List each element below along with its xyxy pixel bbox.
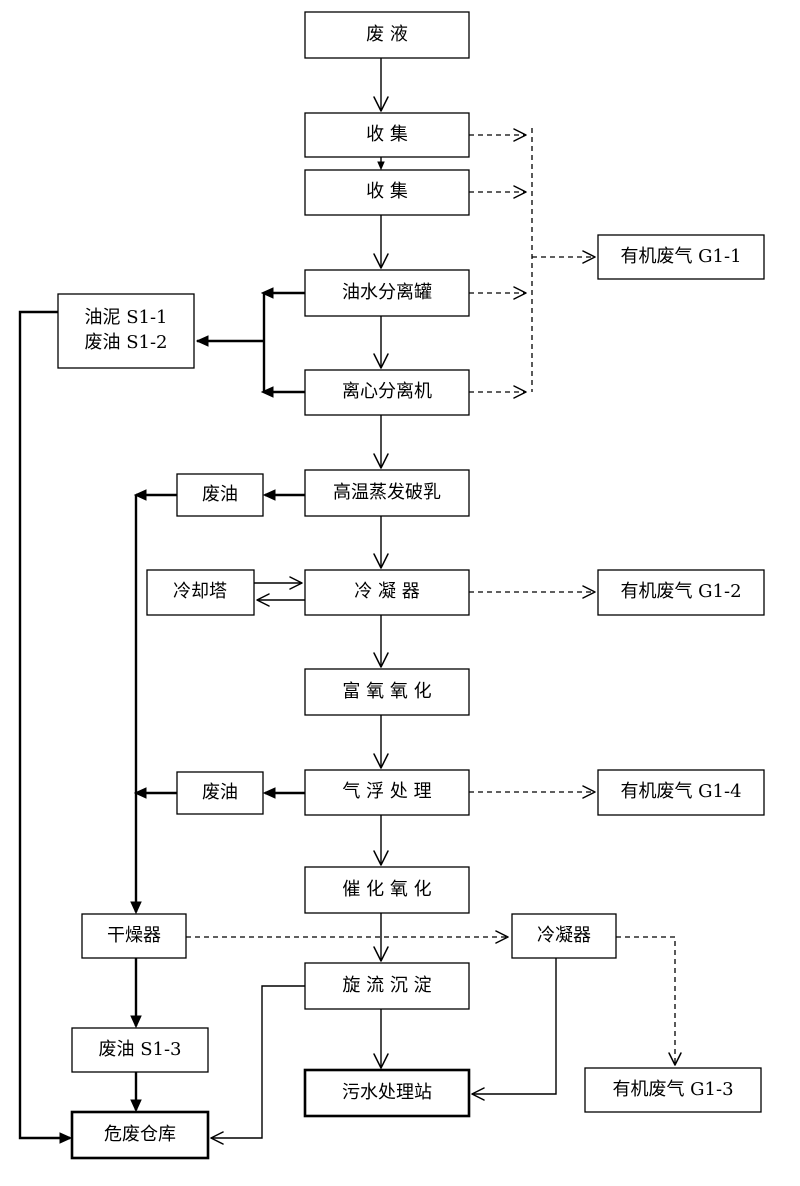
node-cooling-tower-label: 冷却塔 bbox=[173, 581, 227, 602]
node-gas-g1-2-label: 有机废气 G1-2 bbox=[620, 581, 741, 602]
settling-to-storage-connector bbox=[210, 985, 305, 1145]
node-catalytic-oxidation: 催 化 氧 化 bbox=[304, 866, 470, 914]
node-gas-g1-1: 有机废气 G1-1 bbox=[597, 234, 765, 280]
waste-oil-connectors bbox=[130, 489, 305, 1113]
node-gas-g1-4: 有机废气 G1-4 bbox=[597, 769, 765, 816]
node-condenser-main-label: 冷 凝 器 bbox=[354, 581, 419, 602]
node-collect-1-label: 收 集 bbox=[366, 124, 408, 145]
node-hazardous-waste-storage: 危废仓库 bbox=[70, 1110, 210, 1160]
node-cyclone-settling: 旋 流 沉 淀 bbox=[304, 962, 470, 1010]
node-waste-oil-s13: 废油 S1-3 bbox=[71, 1027, 209, 1073]
node-sludge-waste-oil: 油泥 S1-1 废油 S1-2 bbox=[57, 293, 195, 369]
node-sludge-label: 油泥 S1-1 bbox=[84, 307, 167, 328]
node-gas-g1-2: 有机废气 G1-2 bbox=[597, 569, 765, 616]
node-waste-oil-2: 废油 bbox=[176, 771, 264, 815]
node-waste-liquid: 废 液 bbox=[304, 11, 470, 59]
main-flow-connectors bbox=[373, 58, 389, 1069]
gas-collection-g1-1-connectors bbox=[469, 128, 596, 399]
node-dryer: 干燥器 bbox=[81, 913, 187, 959]
node-collect-2: 收 集 bbox=[304, 169, 470, 216]
node-centrifuge-label: 离心分离机 bbox=[342, 381, 432, 402]
node-air-flotation: 气 浮 处 理 bbox=[304, 769, 470, 816]
node-high-temp-evaporation: 高温蒸发破乳 bbox=[304, 469, 470, 517]
node-oil-water-separator-label: 油水分离罐 bbox=[342, 282, 432, 303]
node-cooling-tower: 冷却塔 bbox=[146, 569, 255, 616]
node-collect-1: 收 集 bbox=[304, 112, 470, 158]
node-waste-oil-2-label: 废油 bbox=[202, 782, 238, 803]
node-dryer-label: 干燥器 bbox=[107, 925, 161, 946]
node-sewage-station-label: 污水处理站 bbox=[342, 1082, 432, 1103]
node-waste-oil-s13-label: 废油 S1-3 bbox=[98, 1039, 181, 1060]
node-condenser-side: 冷凝器 bbox=[511, 913, 617, 959]
node-waste-oil-s12-label: 废油 S1-2 bbox=[84, 332, 167, 353]
node-catalytic-oxidation-label: 催 化 氧 化 bbox=[342, 879, 431, 900]
node-cyclone-settling-label: 旋 流 沉 淀 bbox=[342, 975, 431, 996]
node-high-temp-evaporation-label: 高温蒸发破乳 bbox=[333, 482, 441, 503]
node-air-flotation-label: 气 浮 处 理 bbox=[342, 781, 431, 802]
node-gas-g1-3: 有机废气 G1-3 bbox=[584, 1067, 762, 1113]
node-condenser-main: 冷 凝 器 bbox=[304, 569, 470, 616]
node-oxygen-enriched-oxidation: 富 氧 氧 化 bbox=[304, 668, 470, 716]
node-collect-2-label: 收 集 bbox=[366, 181, 408, 202]
node-condenser-side-label: 冷凝器 bbox=[537, 925, 591, 946]
gas-g1-2-g1-4-connectors bbox=[469, 585, 596, 799]
node-waste-oil-1: 废油 bbox=[176, 473, 264, 517]
cooling-tower-connectors bbox=[254, 576, 305, 607]
node-waste-liquid-label: 废 液 bbox=[366, 24, 408, 45]
node-gas-g1-1-label: 有机废气 G1-1 bbox=[620, 246, 741, 267]
node-sewage-station: 污水处理站 bbox=[303, 1068, 471, 1118]
sludge-branch-connectors bbox=[18, 287, 305, 1144]
node-gas-g1-4-label: 有机废气 G1-4 bbox=[620, 781, 741, 802]
dryer-condenser-connectors bbox=[186, 930, 682, 1101]
node-centrifuge: 离心分离机 bbox=[304, 369, 470, 416]
node-waste-oil-1-label: 废油 bbox=[202, 484, 238, 505]
node-oxygen-enriched-oxidation-label: 富 氧 氧 化 bbox=[342, 681, 431, 702]
node-hazardous-waste-storage-label: 危废仓库 bbox=[104, 1124, 176, 1145]
node-oil-water-separator: 油水分离罐 bbox=[304, 269, 470, 317]
node-gas-g1-3-label: 有机废气 G1-3 bbox=[612, 1079, 733, 1100]
